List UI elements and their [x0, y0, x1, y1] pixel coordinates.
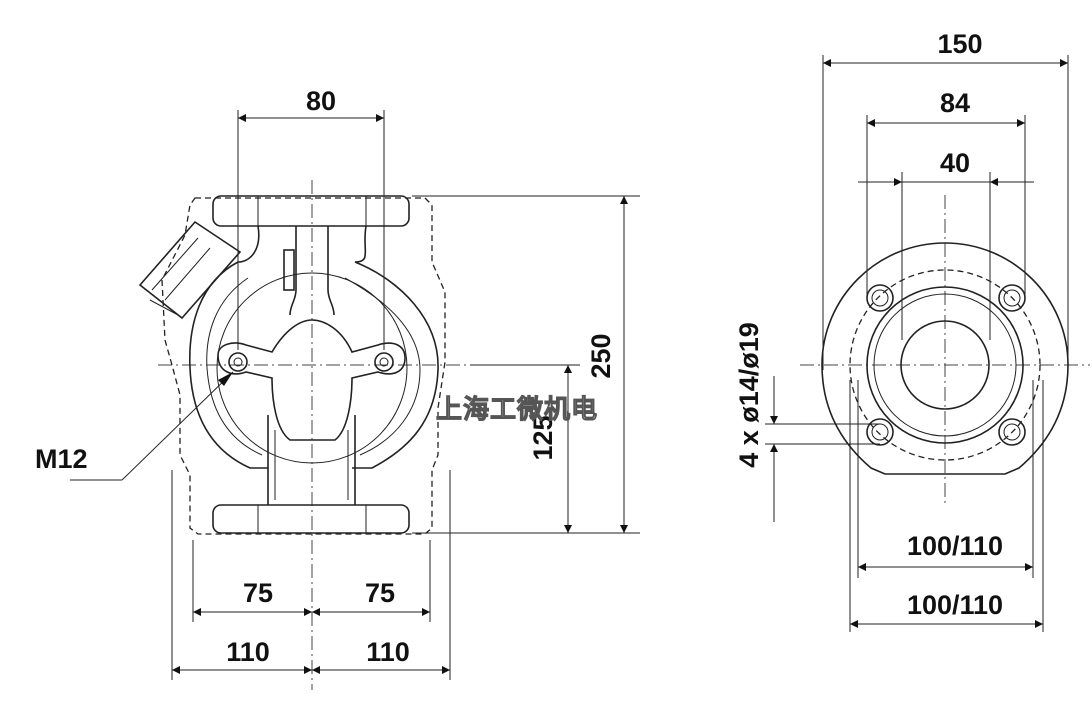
dim-base-inner-label: 100/110: [907, 531, 1003, 561]
dim-75-left-label: 75: [243, 578, 273, 608]
dim-150-label: 150: [937, 29, 982, 59]
housing-envelope: [161, 197, 446, 535]
dim-84-label: 84: [940, 88, 970, 118]
flange-dashed-circle: [849, 269, 1041, 461]
pitch-circle: [866, 286, 1024, 444]
dim-75-right-label: 75: [365, 578, 395, 608]
m12-label: M12: [35, 444, 88, 474]
motor-mount: [217, 319, 406, 441]
dim-base-outer-label: 100/110: [907, 590, 1003, 620]
watermark: 上海工微机电: [436, 394, 598, 425]
front-view: 80 250 125 M12 75 75 110 110: [35, 86, 640, 690]
volute-left-inner: [206, 277, 263, 456]
terminal-box: [138, 220, 242, 320]
flange-outline: [821, 242, 1069, 475]
mount-hole-left: [228, 352, 248, 372]
neck-rib: [283, 249, 295, 291]
side-view: 150 84 40 4 x ø14/ø19 100/110 100/110: [734, 29, 1090, 632]
mount-hole-right: [374, 352, 394, 372]
volute-right: [352, 261, 439, 469]
bore-circle: [900, 320, 990, 410]
dim-250-label: 250: [586, 333, 616, 378]
lower-body: [267, 415, 356, 505]
holes-label: 4 x ø14/ø19: [734, 322, 764, 468]
bolt-holes: [866, 284, 1026, 446]
bottom-flange: [212, 504, 410, 534]
dim-40-label: 40: [940, 148, 970, 178]
top-flange: [212, 195, 410, 227]
volute-ring: [216, 272, 408, 464]
dim-110-left-label: 110: [226, 637, 270, 667]
neck: [289, 226, 335, 316]
dim-80-label: 80: [306, 86, 336, 116]
dim-110-right-label: 110: [366, 637, 410, 667]
neck-flare: [237, 225, 367, 263]
dim-125-label: 125: [528, 415, 558, 460]
